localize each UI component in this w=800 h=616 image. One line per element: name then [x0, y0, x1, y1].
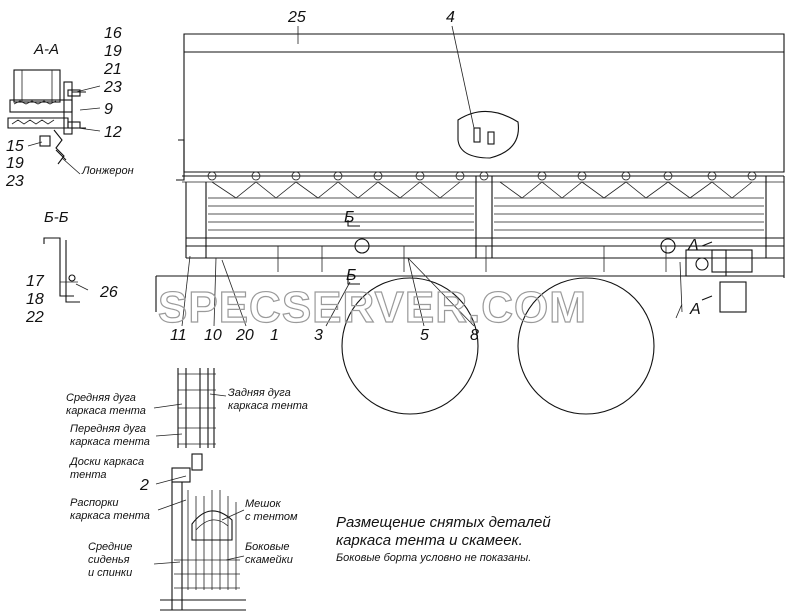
bag-label-line1: Мешок	[245, 498, 282, 510]
bag-label-line2: с тентом	[245, 511, 298, 523]
callout-4: 4	[446, 9, 455, 26]
callout-18: 18	[26, 291, 44, 308]
callout-2: 2	[139, 477, 149, 494]
section-aa-view: А-А	[7, 41, 86, 165]
section-a-marker-top: А	[687, 237, 699, 254]
middle-seats-label-line3: и спинки	[88, 567, 132, 579]
caption-line1: Размещение снятых деталей	[336, 514, 551, 531]
front-arc-label-line1: Передняя дуга	[70, 423, 146, 435]
struts-label-line2: каркаса тента	[70, 510, 150, 522]
caption-line3: Боковые борта условно не показаны.	[336, 552, 531, 564]
section-bb-view: Б-Б 17 18 22 26	[25, 209, 118, 326]
caption-line2: каркаса тента и скамеек.	[336, 532, 523, 549]
callout-15: 15	[6, 138, 24, 155]
middle-arc-label-line2: каркаса тента	[66, 405, 146, 417]
section-bb-title: Б-Б	[44, 209, 69, 226]
struts-label-line1: Распорки	[70, 497, 119, 509]
middle-seats-label-line2: сиденья	[88, 554, 130, 566]
storage-view	[160, 368, 246, 611]
boards-label-line2: тента	[70, 469, 107, 481]
section-b-marker-bottom: Б	[346, 267, 356, 284]
section-b-marker-top: Б	[344, 209, 354, 226]
callout-22: 22	[25, 309, 44, 326]
middle-seats-label-line1: Средние	[88, 541, 132, 553]
callout-23: 23	[103, 79, 122, 96]
rear-arc-label-line2: каркаса тента	[228, 400, 308, 412]
callout-17: 17	[26, 273, 45, 290]
callout-5: 5	[420, 327, 429, 344]
storage-labels: Средняя дуга каркаса тента Задняя дуга к…	[66, 387, 308, 579]
caption: Размещение снятых деталей каркаса тента …	[336, 514, 551, 564]
front-arc-label-line2: каркаса тента	[70, 436, 150, 448]
section-a-marker-bottom: А	[689, 301, 701, 318]
callout-21: 21	[103, 61, 122, 78]
callout-8: 8	[470, 327, 479, 344]
callout-26: 26	[99, 284, 118, 301]
callout-12: 12	[104, 124, 122, 141]
callout-25: 25	[287, 9, 306, 26]
callout-23-lower: 23	[5, 173, 24, 190]
main-callouts: 25 4 11 10 20 1 3 5 8 2	[139, 9, 479, 494]
callout-19: 19	[104, 43, 122, 60]
section-aa-title: А-А	[33, 41, 59, 58]
section-aa-callouts: 16 19 21 23 9 12 15 19 23 Лонжерон	[5, 25, 134, 190]
callout-3: 3	[314, 327, 323, 344]
callout-11: 11	[170, 327, 187, 344]
watermark: SPECSERVER.COM	[158, 283, 587, 332]
callout-19-lower: 19	[6, 155, 24, 172]
callout-16: 16	[104, 25, 122, 42]
callout-20: 20	[235, 327, 254, 344]
side-benches-label-line2: скамейки	[245, 554, 293, 566]
callout-9: 9	[104, 101, 113, 118]
side-benches-label-line1: Боковые	[245, 541, 290, 553]
middle-arc-label-line1: Средняя дуга	[66, 392, 136, 404]
boards-label-line1: Доски каркаса	[68, 456, 144, 468]
callout-10: 10	[204, 327, 222, 344]
callout-1: 1	[270, 327, 279, 344]
longeron-label: Лонжерон	[81, 165, 134, 177]
truck-side-view: Б Б А А	[155, 33, 785, 415]
rear-arc-label-line1: Задняя дуга	[228, 387, 291, 399]
